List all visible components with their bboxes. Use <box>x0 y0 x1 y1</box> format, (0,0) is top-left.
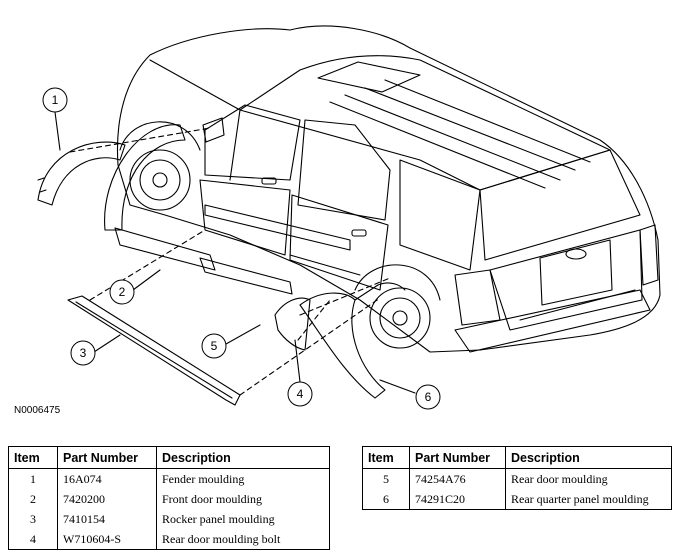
svg-text:3: 3 <box>80 346 87 360</box>
table-row: 4 W710604-S Rear door moulding bolt <box>8 529 330 550</box>
part-number-cell: 74254A76 <box>409 468 506 489</box>
item-cell: 5 <box>362 468 410 489</box>
callout-6: 6 <box>415 384 441 410</box>
description-cell: Fender moulding <box>156 468 330 489</box>
part-number-cell: 7420200 <box>57 489 157 509</box>
table-row: 1 16A074 Fender moulding <box>8 468 330 489</box>
header-description: Description <box>156 446 330 469</box>
description-cell: Rear door moulding bolt <box>156 529 330 550</box>
table-header-row: Item Part Number Description <box>362 446 672 469</box>
header-item: Item <box>8 446 58 469</box>
rear-quarter-panel-moulding-part <box>299 292 386 399</box>
svg-text:1: 1 <box>52 93 59 107</box>
description-cell: Front door moulding <box>156 489 330 509</box>
table-row: 2 7420200 Front door moulding <box>8 489 330 509</box>
vehicle-exploded-diagram: 1 2 3 4 5 6 <box>37 25 661 410</box>
svg-text:2: 2 <box>119 285 126 299</box>
description-cell: Rear quarter panel moulding <box>505 489 672 510</box>
fender-moulding-part <box>37 141 126 206</box>
header-description: Description <box>505 446 672 469</box>
item-cell: 2 <box>8 489 58 509</box>
figure-id: N0006475 <box>14 405 61 416</box>
table-row: 6 74291C20 Rear quarter panel moulding <box>362 489 672 510</box>
part-number-cell: W710604-S <box>57 529 157 550</box>
item-cell: 4 <box>8 529 58 550</box>
part-number-cell: 7410154 <box>57 509 157 529</box>
table-header-row: Item Part Number Description <box>8 446 330 469</box>
description-cell: Rocker panel moulding <box>156 509 330 529</box>
svg-text:4: 4 <box>297 387 304 401</box>
callout-4: 4 <box>287 381 313 407</box>
svg-text:6: 6 <box>425 390 432 404</box>
rear-door-moulding-part <box>274 297 311 351</box>
header-part-number: Part Number <box>409 446 506 469</box>
callout-3: 3 <box>70 340 96 366</box>
part-number-cell: 16A074 <box>57 468 157 489</box>
description-cell: Rear door moulding <box>505 468 672 489</box>
svg-text:5: 5 <box>211 339 218 353</box>
vehicle-body <box>116 25 661 353</box>
part-number-cell: 74291C20 <box>409 489 506 510</box>
table-row: 5 74254A76 Rear door moulding <box>362 468 672 489</box>
callout-2: 2 <box>109 279 135 305</box>
callout-1: 1 <box>42 87 68 113</box>
table-row: 3 7410154 Rocker panel moulding <box>8 509 330 529</box>
header-part-number: Part Number <box>57 446 157 469</box>
parts-table-right: Item Part Number Description 5 74254A76 … <box>362 446 672 510</box>
item-cell: 6 <box>362 489 410 510</box>
item-cell: 1 <box>8 468 58 489</box>
header-item: Item <box>362 446 410 469</box>
callout-5: 5 <box>201 333 227 359</box>
rocker-panel-moulding-part <box>67 295 241 406</box>
item-cell: 3 <box>8 509 58 529</box>
parts-table-left: Item Part Number Description 1 16A074 Fe… <box>8 446 330 550</box>
front-door-moulding-part <box>114 227 216 271</box>
